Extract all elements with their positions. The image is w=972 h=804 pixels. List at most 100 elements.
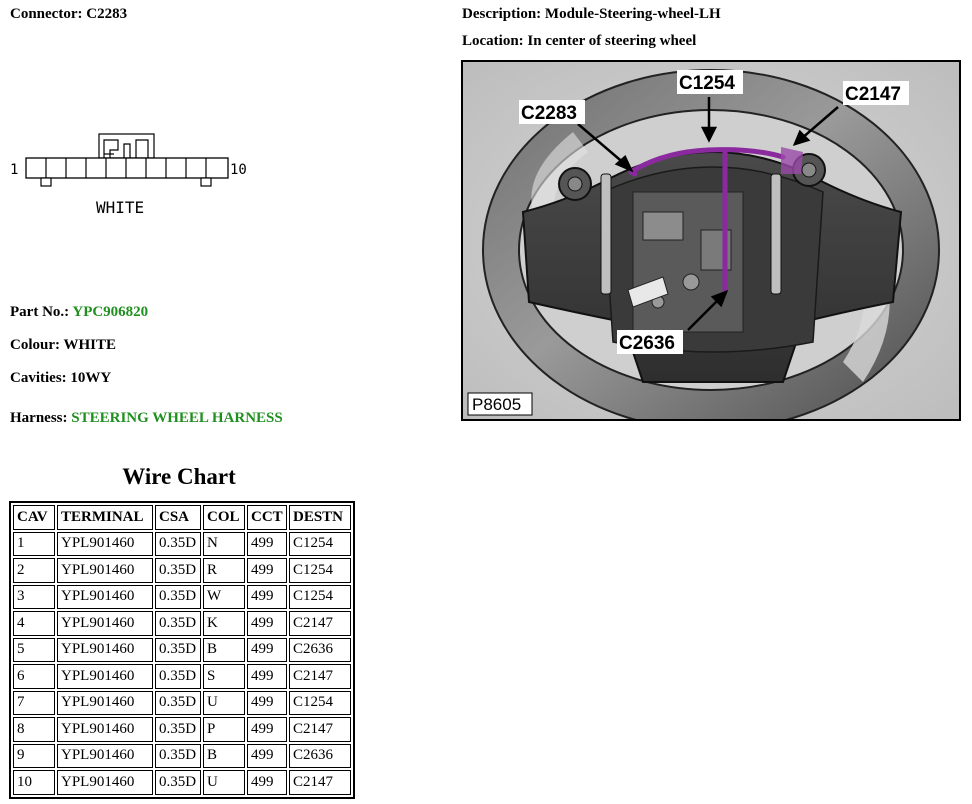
location-value: In center of steering wheel (527, 33, 697, 49)
cell-destn: C2147 (289, 717, 351, 742)
col-header-destn: DESTN (289, 505, 351, 530)
cell-cct: 499 (247, 558, 287, 583)
cell-terminal: YPL901460 (57, 770, 153, 795)
cell-csa: 0.35D (155, 584, 201, 609)
cell-cct: 499 (247, 743, 287, 768)
cell-col: U (203, 690, 245, 715)
col-header-cav: CAV (13, 505, 55, 530)
col-header-terminal: TERMINAL (57, 505, 153, 530)
cavities-label: Cavities: (10, 370, 67, 386)
figure-id: P8605 (472, 395, 521, 414)
cell-cav: 4 (13, 611, 55, 636)
connector-label: Connector: (10, 6, 83, 22)
col-header-cct: CCT (247, 505, 287, 530)
steering-wheel-photo: C2283 C1254 C2147 C2636 P8605 (461, 60, 961, 421)
cell-terminal: YPL901460 (57, 531, 153, 556)
cell-terminal: YPL901460 (57, 611, 153, 636)
connector-value: C2283 (86, 6, 128, 22)
location-label: Location: (462, 33, 524, 49)
cell-terminal: YPL901460 (57, 558, 153, 583)
cell-cav: 5 (13, 637, 55, 662)
cell-destn: C2147 (289, 770, 351, 795)
connector-colour-label: WHITE (96, 198, 144, 217)
cell-cct: 499 (247, 664, 287, 689)
cell-destn: C1254 (289, 584, 351, 609)
description-line: Description: Module-Steering-wheel-LH (462, 6, 721, 23)
cell-terminal: YPL901460 (57, 664, 153, 689)
cell-col: B (203, 743, 245, 768)
cell-cct: 499 (247, 637, 287, 662)
cell-csa: 0.35D (155, 770, 201, 795)
cavity-dividers (45, 158, 207, 178)
cell-terminal: YPL901460 (57, 637, 153, 662)
cell-col: R (203, 558, 245, 583)
cell-cct: 499 (247, 531, 287, 556)
callout-c2636: C2636 (619, 333, 675, 354)
cell-destn: C2147 (289, 664, 351, 689)
description-label: Description: (462, 6, 542, 22)
cell-csa: 0.35D (155, 637, 201, 662)
cell-col: K (203, 611, 245, 636)
connector-face-diagram: 1 10 WHITE (10, 133, 247, 217)
cell-csa: 0.35D (155, 531, 201, 556)
part-label: Part No.: (10, 304, 70, 320)
cell-col: S (203, 664, 245, 689)
connector-body (25, 157, 229, 179)
cell-terminal: YPL901460 (57, 584, 153, 609)
cell-cav: 6 (13, 664, 55, 689)
cell-col: N (203, 531, 245, 556)
part-line: Part No.: YPC906820 (10, 304, 148, 321)
callout-arrows (577, 97, 839, 331)
cell-terminal: YPL901460 (57, 743, 153, 768)
cell-csa: 0.35D (155, 664, 201, 689)
cell-destn: C1254 (289, 558, 351, 583)
cell-cav: 7 (13, 690, 55, 715)
harness-wires (628, 147, 786, 295)
cell-destn: C1254 (289, 531, 351, 556)
cell-cct: 499 (247, 690, 287, 715)
pin-start-label: 1 (10, 162, 18, 178)
steering-wheel-illustration: C2283 C1254 C2147 C2636 P8605 (463, 62, 959, 419)
col-header-col: COL (203, 505, 245, 530)
connector-latch (98, 133, 155, 159)
callout-c1254: C1254 (679, 73, 735, 94)
cell-cav: 3 (13, 584, 55, 609)
cell-csa: 0.35D (155, 690, 201, 715)
cell-col: B (203, 637, 245, 662)
cell-terminal: YPL901460 (57, 717, 153, 742)
cell-col: W (203, 584, 245, 609)
cell-destn: C1254 (289, 690, 351, 715)
cell-cav: 2 (13, 558, 55, 583)
cell-destn: C2636 (289, 637, 351, 662)
part-number-link[interactable]: YPC906820 (72, 304, 149, 320)
cell-col: U (203, 770, 245, 795)
harness-label: Harness: (10, 410, 68, 426)
wire-chart-header-row: CAV TERMINAL CSA COL CCT DESTN (13, 505, 351, 530)
harness-link[interactable]: STEERING WHEEL HARNESS (71, 410, 283, 426)
colour-value: WHITE (63, 337, 116, 353)
cell-cav: 10 (13, 770, 55, 795)
cell-cav: 1 (13, 531, 55, 556)
colour-label: Colour: (10, 337, 60, 353)
callout-c2147: C2147 (845, 84, 901, 105)
connector-line: Connector: C2283 (10, 6, 127, 23)
cell-csa: 0.35D (155, 611, 201, 636)
cell-cav: 8 (13, 717, 55, 742)
cavities-value: 10WY (70, 370, 112, 386)
cell-cct: 499 (247, 717, 287, 742)
cavities-line: Cavities: 10WY (10, 370, 111, 387)
cell-col: P (203, 717, 245, 742)
location-line: Location: In center of steering wheel (462, 33, 696, 50)
cell-csa: 0.35D (155, 558, 201, 583)
cell-destn: C2636 (289, 743, 351, 768)
